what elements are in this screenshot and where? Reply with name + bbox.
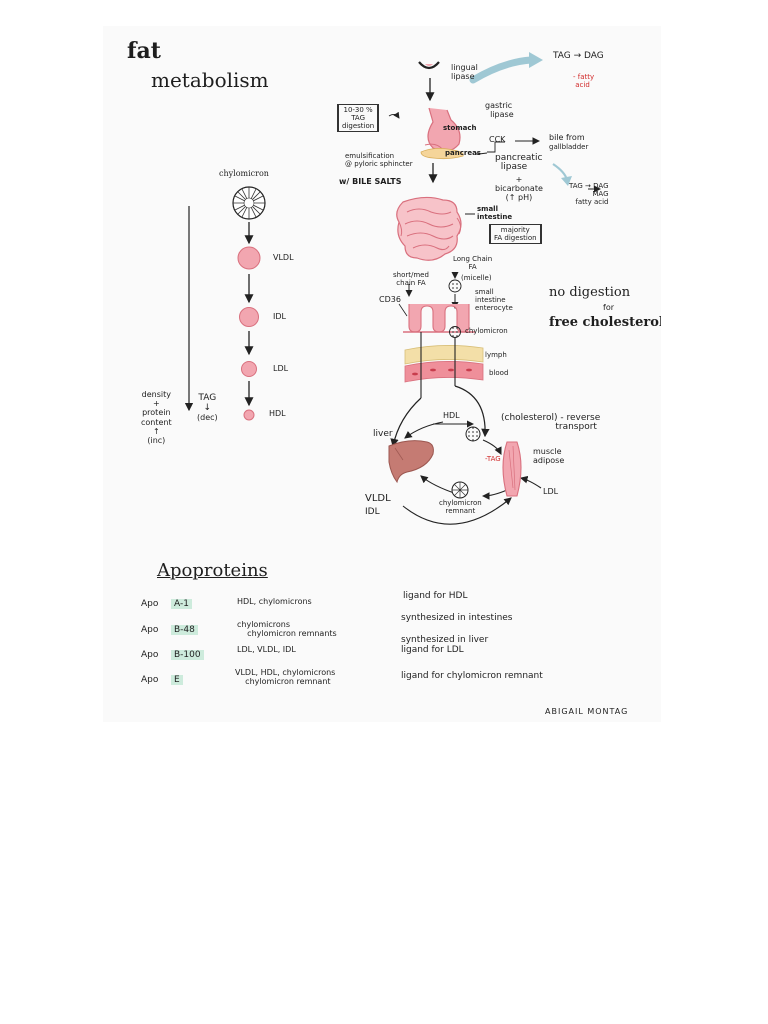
- cck-label: CCK: [489, 135, 506, 144]
- liver-label: liver: [373, 429, 393, 439]
- apo-name: A-1: [171, 599, 192, 609]
- title-line1: fat: [127, 38, 161, 64]
- density-note: density + protein content ↑ (inc): [141, 390, 172, 445]
- note-line1: no digestion: [549, 285, 631, 300]
- lymph-label: lymph: [485, 351, 507, 359]
- apo-label: Apo: [141, 599, 159, 609]
- note-line3: free cholesterol: [549, 315, 661, 330]
- apo-carriers: LDL, VLDL, IDL: [237, 645, 296, 654]
- small-intestine-icon: [396, 196, 462, 261]
- apo-name: B-100: [171, 650, 204, 660]
- title-line2: metabolism: [151, 68, 269, 92]
- micelle-icon: [448, 279, 462, 293]
- ldl-label: LDL: [273, 364, 289, 373]
- vldl-label: VLDL: [273, 253, 294, 262]
- pancreatic-lipase-label: pancreatic lipase: [495, 153, 543, 173]
- lymph-band: [404, 345, 484, 365]
- idl-label: IDL: [273, 312, 286, 321]
- blood-label: blood: [489, 369, 509, 377]
- liver-icon: [388, 440, 434, 484]
- emulsification-label: emulsification@ pyloric sphincter: [345, 152, 413, 169]
- enterocyte-chylomicron-icon: [449, 326, 461, 338]
- pancreas-label: pancreas: [445, 149, 481, 157]
- blood-band: [404, 361, 484, 383]
- apoproteins-heading: Apoproteins: [157, 560, 268, 581]
- chylomicron-icon: [232, 186, 266, 220]
- idl-particle: [239, 307, 259, 327]
- note-line2: for: [603, 303, 614, 312]
- mouth-icon: [418, 61, 440, 70]
- gastric-lipase-label: gastric lipase: [485, 101, 514, 119]
- cycle-ldl-label: LDL: [543, 487, 559, 496]
- cycle-hdl-label: HDL: [443, 411, 460, 420]
- author-signature: ABIGAIL MONTAG: [545, 707, 629, 716]
- apo-carriers: chylomicrons chylomicron remnants: [237, 620, 337, 639]
- enterocyte-chylomicron-label: chylomicron: [465, 327, 508, 335]
- note-sheet: fat metabolism chylomicron VLDL IDL LDL …: [103, 26, 661, 722]
- stomach-label: stomach: [443, 124, 477, 132]
- cd36-label: CD36: [379, 295, 401, 304]
- muscle-icon: [502, 441, 522, 497]
- tag-note: TAG ↓ (dec): [197, 393, 218, 422]
- cycle-idl-label: IDL: [365, 507, 380, 517]
- apo-label: Apo: [141, 675, 159, 685]
- apo-function: ligand for chylomicron remnant: [401, 671, 543, 681]
- teal-arrow: [469, 56, 535, 84]
- tag-minus-label: -TAG: [485, 455, 501, 463]
- cycle-hdl-icon: [465, 426, 481, 442]
- tag-dag-label: TAG → DAG: [553, 51, 604, 61]
- apo-function: ligand for HDL: [403, 591, 468, 601]
- reverse-transport-label: (cholesterol) - reverse transport: [501, 413, 601, 433]
- hdl-particle: [243, 409, 255, 421]
- apo-function: synthesized in intestines: [401, 613, 513, 623]
- bicarbonate-label: +bicarbonate(↑ pH): [495, 175, 543, 202]
- micelle-label: (micelle): [461, 274, 492, 282]
- apo-label: Apo: [141, 625, 159, 635]
- apo-name: E: [171, 675, 183, 685]
- apo-carriers: HDL, chylomicrons: [237, 597, 312, 606]
- bile-salts-label: w/ BILE SALTS: [339, 177, 402, 186]
- ldl-particle: [241, 361, 257, 377]
- chylomicron-label: chylomicron: [219, 169, 269, 178]
- apo-carriers: VLDL, HDL, chylomicrons chylomicron remn…: [235, 668, 336, 687]
- apo-label: Apo: [141, 650, 159, 660]
- remnant-icon: [451, 481, 469, 499]
- apo-name: B-48: [171, 625, 198, 635]
- hdl-label: HDL: [269, 409, 286, 418]
- pancreas-icon: [420, 148, 464, 160]
- cycle-vldl-label: VLDL: [365, 493, 391, 504]
- diagram-drawing: [184, 52, 601, 525]
- vldl-particle: [237, 246, 261, 270]
- fatty-acid-label: - fatty acid: [573, 73, 595, 89]
